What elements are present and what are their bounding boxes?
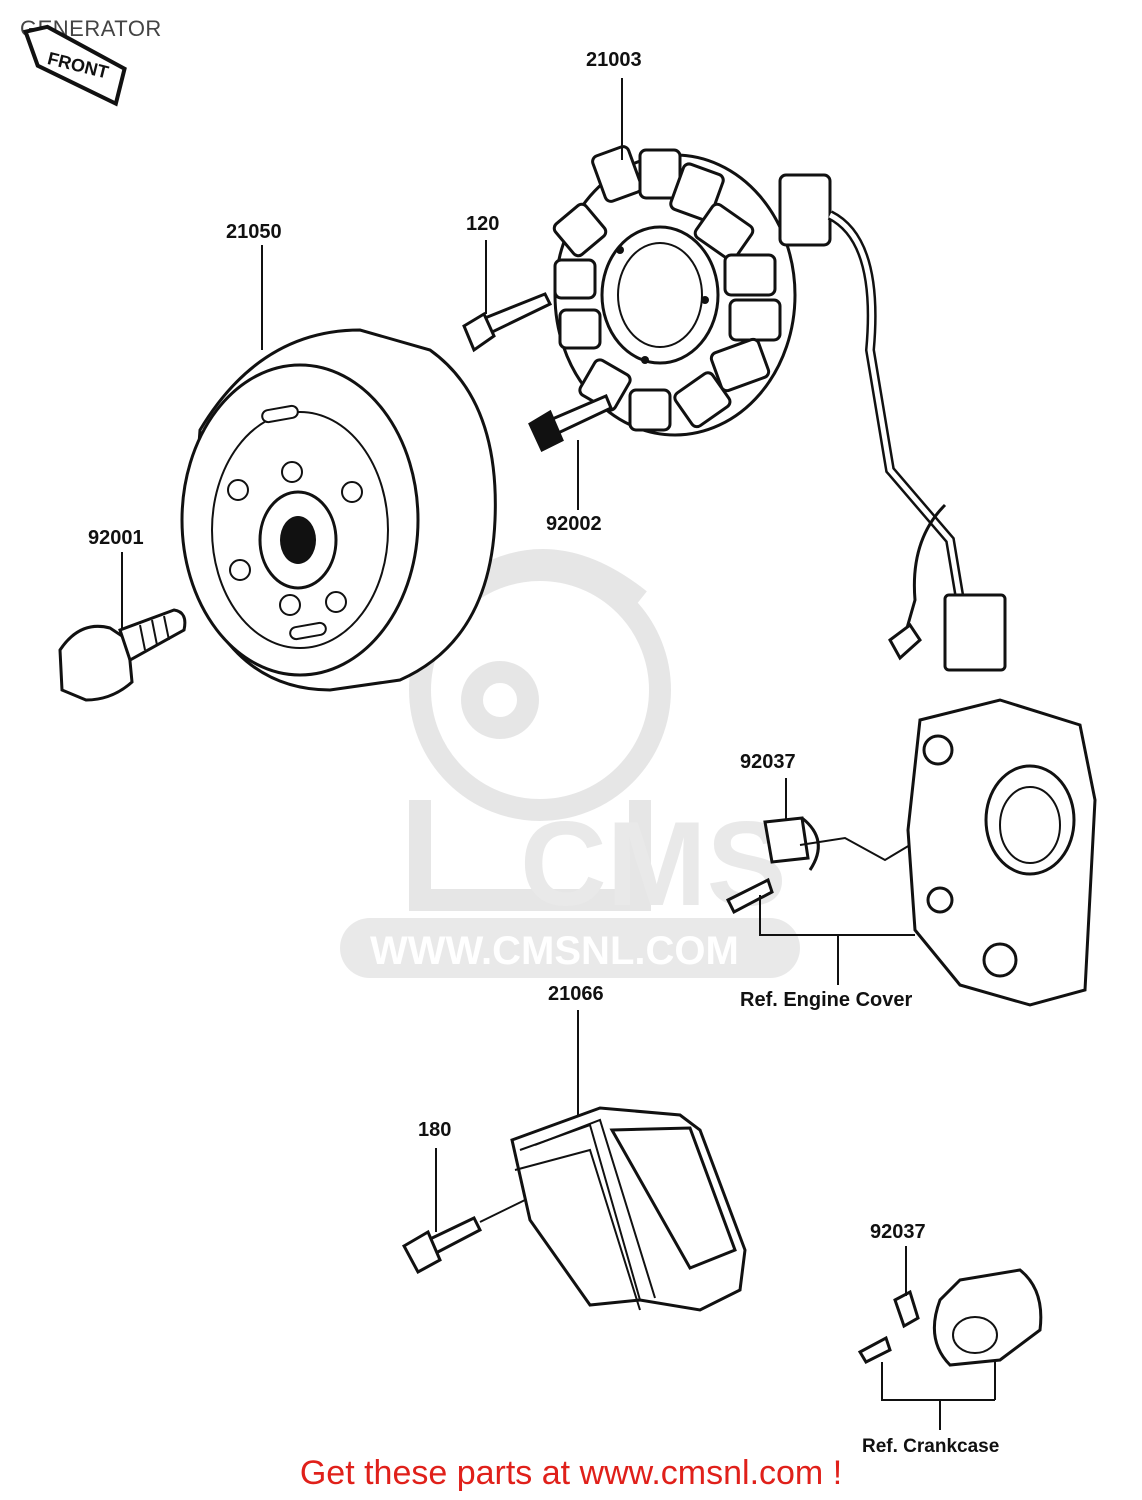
bolt-92002 [528, 394, 613, 453]
clamp-92037-upper [725, 816, 911, 915]
front-tag: FRONT [22, 24, 127, 107]
bolt-180 [401, 1199, 526, 1275]
part-number-92037-lower: 92037 [870, 1221, 926, 1243]
part-number-21050: 21050 [226, 221, 282, 243]
part-number-92001: 92001 [88, 527, 144, 549]
watermark-logo: CMS [520, 797, 787, 931]
part-number-92037-upper: 92037 [740, 751, 796, 773]
part-number-92002: 92002 [546, 513, 602, 535]
stator-21003 [552, 145, 1007, 672]
rotor-21050 [180, 328, 497, 692]
bolt-92001 [58, 608, 187, 702]
regulator-21066 [510, 1106, 747, 1312]
crankcase-ref [932, 1268, 1043, 1367]
clamp-92037-lower [857, 1289, 920, 1364]
ref-crankcase-label: Ref. Crankcase [862, 1436, 999, 1457]
leader-crankcase [881, 1360, 996, 1430]
engine-cover-ref [906, 698, 1097, 1007]
watermark-url: WWW.CMSNL.COM [370, 929, 739, 973]
part-number-120: 120 [466, 213, 499, 235]
ref-engine-cover-label: Ref. Engine Cover [740, 989, 912, 1011]
get-parts-link[interactable]: Get these parts at www.cmsnl.com ! [299, 1454, 843, 1492]
part-number-21003: 21003 [586, 49, 642, 71]
part-number-180: 180 [418, 1119, 451, 1141]
cms-watermark: CMS WWW.CMSNL.COM [340, 549, 800, 978]
screw-120 [462, 292, 553, 353]
leader-engine-cover [759, 895, 915, 985]
part-number-21066: 21066 [548, 983, 604, 1005]
